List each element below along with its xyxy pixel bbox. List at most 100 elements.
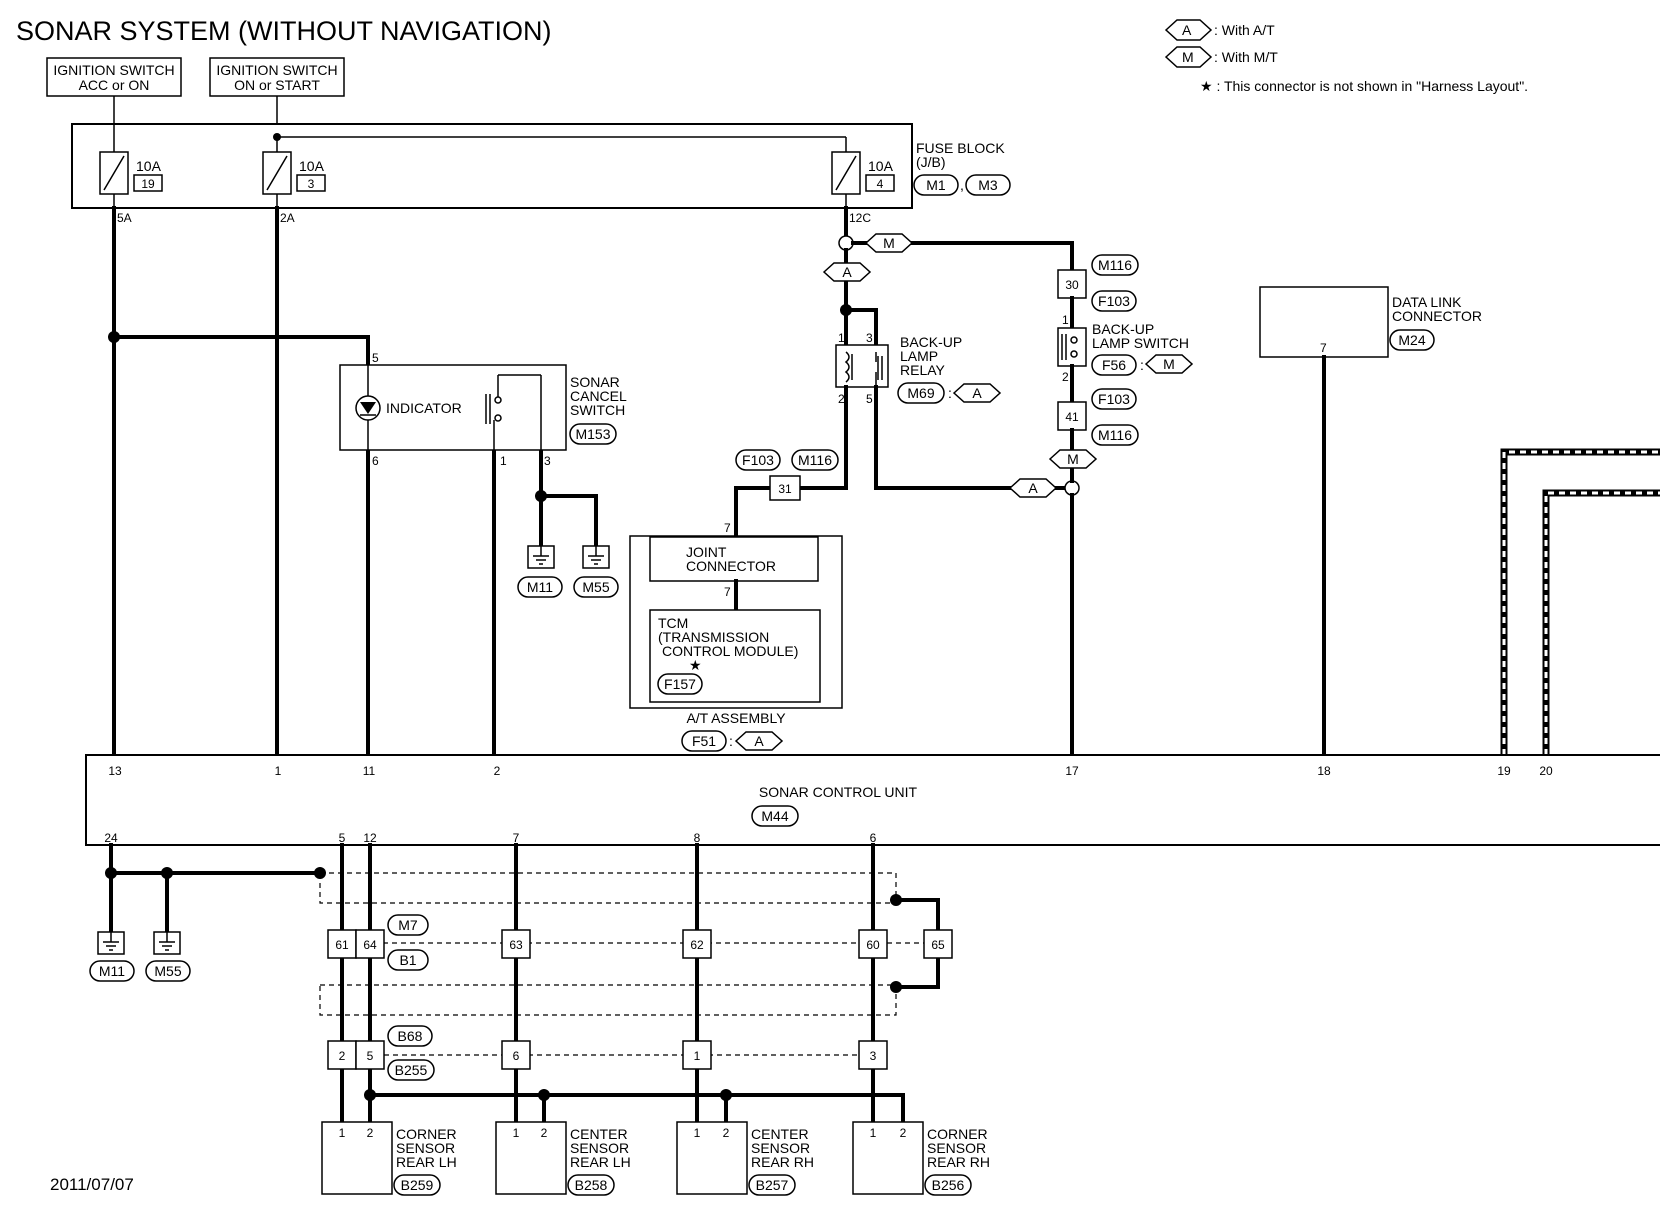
- cancel-switch-icon: [485, 374, 542, 450]
- svg-text:19: 19: [141, 177, 155, 191]
- svg-text:CENTER: CENTER: [751, 1126, 809, 1142]
- svg-text:1: 1: [513, 1126, 520, 1140]
- diagram-date: 2011/07/07: [50, 1175, 134, 1194]
- ground-m55-top: M55: [582, 579, 609, 595]
- sensor-center-rear-rh: 1 2 CENTER SENSOR REAR RH B257: [676, 1121, 814, 1196]
- legend-star-text: ★ : This connector is not shown in "Harn…: [1200, 78, 1528, 94]
- svg-text:SWITCH: SWITCH: [570, 402, 625, 418]
- svg-text:5: 5: [339, 831, 346, 845]
- svg-text:10A: 10A: [299, 158, 325, 174]
- fuse-block-label-line1: FUSE BLOCK: [916, 140, 1005, 156]
- svg-text:5: 5: [372, 351, 379, 365]
- legend: A : With A/T M : With M/T ★ : This conne…: [1164, 19, 1528, 94]
- svg-text:4: 4: [877, 177, 884, 191]
- svg-text:M1: M1: [926, 177, 946, 193]
- svg-text:7: 7: [513, 831, 520, 845]
- svg-text:TCM: TCM: [658, 615, 688, 631]
- back-up-lamp-relay: [835, 344, 889, 388]
- svg-text:10A: 10A: [136, 158, 162, 174]
- shielded-wire-19: [1500, 448, 1660, 755]
- svg-text:6: 6: [513, 1049, 520, 1063]
- svg-text:BACK-UP: BACK-UP: [1092, 321, 1154, 337]
- svg-text:B68: B68: [398, 1028, 423, 1044]
- sonar-control-unit: [85, 754, 1660, 846]
- svg-text::: :: [948, 385, 952, 401]
- svg-text:3: 3: [870, 1049, 877, 1063]
- legend-mt-code: M: [1182, 49, 1194, 65]
- svg-text:M: M: [883, 235, 895, 251]
- svg-text:M: M: [1067, 451, 1079, 467]
- svg-text:B258: B258: [575, 1177, 608, 1193]
- relay-contact-icon: [875, 352, 883, 387]
- svg-text:3: 3: [308, 177, 315, 191]
- svg-text:17: 17: [1065, 764, 1079, 778]
- svg-text:DATA LINK: DATA LINK: [1392, 294, 1462, 310]
- svg-text:1: 1: [870, 1126, 877, 1140]
- svg-text:REAR LH: REAR LH: [396, 1154, 457, 1170]
- svg-text:24: 24: [104, 831, 118, 845]
- svg-text::: :: [729, 733, 733, 749]
- svg-text:CORNER: CORNER: [927, 1126, 988, 1142]
- svg-text:7: 7: [724, 521, 731, 535]
- svg-text:60: 60: [866, 938, 880, 952]
- svg-text:1: 1: [1062, 313, 1069, 327]
- svg-text:SENSOR: SENSOR: [927, 1140, 986, 1156]
- svg-text:★: ★: [689, 657, 702, 673]
- svg-text:2: 2: [1062, 370, 1069, 384]
- svg-text:5: 5: [866, 392, 873, 406]
- svg-text:JOINT: JOINT: [686, 544, 727, 560]
- indicator-label: INDICATOR: [386, 400, 462, 416]
- svg-text:6: 6: [870, 831, 877, 845]
- svg-text:41: 41: [1065, 410, 1079, 424]
- legend-at-code: A: [1182, 22, 1192, 38]
- ground-m55-bottom: M55: [154, 963, 181, 979]
- svg-text:2: 2: [367, 1126, 374, 1140]
- svg-text:CONTROL MODULE): CONTROL MODULE): [662, 643, 798, 659]
- svg-text:1: 1: [500, 454, 507, 468]
- svg-text:12: 12: [363, 831, 377, 845]
- svg-text:M: M: [1163, 356, 1175, 372]
- svg-text:62: 62: [690, 938, 704, 952]
- sensor-corner-rear-rh: 1 2 CORNER SENSOR REAR RH B256: [852, 1121, 990, 1196]
- svg-text:(TRANSMISSION: (TRANSMISSION: [658, 629, 769, 645]
- svg-text:BACK-UP: BACK-UP: [900, 334, 962, 350]
- svg-text:REAR RH: REAR RH: [927, 1154, 990, 1170]
- joint-connector: [649, 536, 819, 582]
- svg-text:20: 20: [1539, 764, 1553, 778]
- svg-text:LAMP SWITCH: LAMP SWITCH: [1092, 335, 1189, 351]
- svg-text:M116: M116: [1098, 427, 1132, 443]
- svg-text:30: 30: [1065, 278, 1079, 292]
- svg-text:1: 1: [339, 1126, 346, 1140]
- svg-text:SONAR: SONAR: [570, 374, 620, 390]
- svg-text:1: 1: [838, 331, 845, 345]
- svg-text:10A: 10A: [868, 158, 894, 174]
- svg-text:F51: F51: [692, 733, 716, 749]
- fuse-block: [71, 123, 913, 209]
- svg-text::: :: [1140, 357, 1144, 373]
- svg-text:A: A: [842, 264, 852, 280]
- svg-text:8: 8: [694, 831, 701, 845]
- svg-text:2A: 2A: [280, 211, 295, 225]
- svg-text:2: 2: [541, 1126, 548, 1140]
- svg-text:CONNECTOR: CONNECTOR: [1392, 308, 1482, 324]
- svg-text:7: 7: [724, 585, 731, 599]
- svg-text:64: 64: [363, 938, 377, 952]
- svg-text:M116: M116: [798, 452, 832, 468]
- svg-text:CORNER: CORNER: [396, 1126, 457, 1142]
- svg-text:2: 2: [723, 1126, 730, 1140]
- diagram-title: SONAR SYSTEM (WITHOUT NAVIGATION): [16, 16, 552, 46]
- ground-m11-bottom: M11: [99, 963, 125, 979]
- svg-text:M24: M24: [1398, 332, 1425, 348]
- svg-text:A/T ASSEMBLY: A/T ASSEMBLY: [686, 710, 786, 726]
- svg-text:2: 2: [900, 1126, 907, 1140]
- svg-text:F103: F103: [1098, 391, 1130, 407]
- svg-text:M69: M69: [907, 385, 934, 401]
- ign-acc-line2: ACC or ON: [79, 77, 150, 93]
- ign-acc-line1: IGNITION SWITCH: [53, 62, 174, 78]
- svg-text:2: 2: [494, 764, 501, 778]
- svg-text:,: ,: [960, 177, 964, 193]
- svg-text:7: 7: [1320, 341, 1327, 355]
- svg-text:12C: 12C: [849, 211, 871, 225]
- svg-text:B256: B256: [932, 1177, 965, 1193]
- legend-at-text: : With A/T: [1214, 22, 1275, 38]
